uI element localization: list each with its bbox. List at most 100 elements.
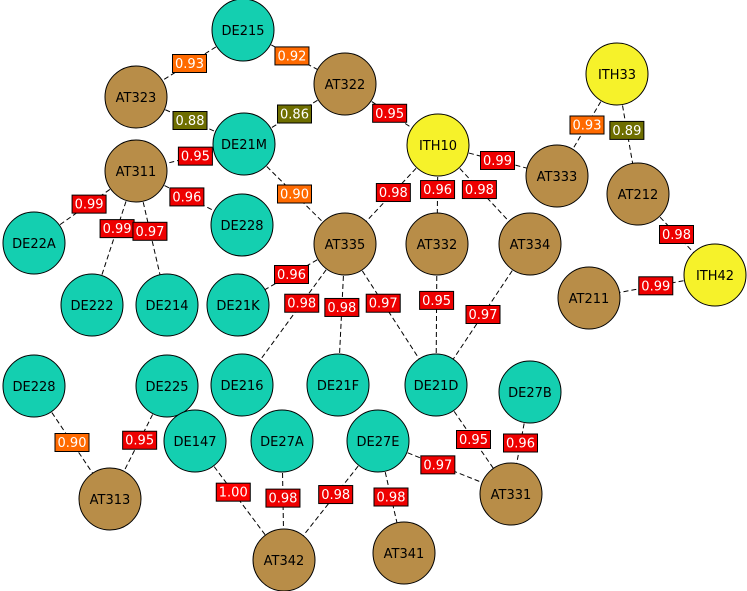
node-circle[interactable] xyxy=(404,353,468,417)
edge-weight-box xyxy=(122,430,158,450)
node-de215[interactable]: DE215 xyxy=(211,0,275,62)
node-at211[interactable]: AT211 xyxy=(557,266,621,330)
node-circle[interactable] xyxy=(212,112,276,176)
node-circle[interactable] xyxy=(210,353,274,417)
node-label: AT212 xyxy=(618,188,659,203)
node-circle[interactable] xyxy=(525,144,589,208)
node-de21m[interactable]: DE21M xyxy=(212,112,276,176)
node-at323[interactable]: AT323 xyxy=(104,65,168,129)
node-ith10[interactable]: ITH10 xyxy=(406,113,470,177)
node-de27b[interactable]: DE27B xyxy=(498,360,562,424)
node-ith33[interactable]: ITH33 xyxy=(585,42,649,106)
node-at212[interactable]: AT212 xyxy=(606,162,670,226)
node-de22a[interactable]: DE22A xyxy=(2,211,66,275)
edge-weight-box xyxy=(569,115,605,135)
node-ith42[interactable]: ITH42 xyxy=(683,243,747,307)
node-circle[interactable] xyxy=(78,467,142,531)
node-at334[interactable]: AT334 xyxy=(498,212,562,276)
node-de21k[interactable]: DE21K xyxy=(206,273,270,337)
edge-weight-box xyxy=(373,487,409,507)
node-de228b[interactable]: DE228 xyxy=(2,354,66,418)
node-de27e[interactable]: DE27E xyxy=(346,409,410,473)
node-circle[interactable] xyxy=(498,360,562,424)
node-label: AT323 xyxy=(116,91,157,106)
node-label: DE27A xyxy=(260,435,304,450)
node-circle[interactable] xyxy=(405,212,469,276)
node-circle[interactable] xyxy=(60,273,124,337)
node-de147[interactable]: DE147 xyxy=(163,409,227,473)
node-at333[interactable]: AT333 xyxy=(525,144,589,208)
node-de222[interactable]: DE222 xyxy=(60,273,124,337)
node-at335[interactable]: AT335 xyxy=(313,212,377,276)
edge-weight-label: 0.98 xyxy=(265,488,301,508)
node-label: DE21D xyxy=(414,379,459,394)
node-circle[interactable] xyxy=(135,354,199,418)
node-de225[interactable]: DE225 xyxy=(135,354,199,418)
node-at311[interactable]: AT311 xyxy=(104,139,168,203)
node-label: DE225 xyxy=(145,380,188,395)
node-label: AT313 xyxy=(90,493,131,508)
node-circle[interactable] xyxy=(557,266,621,330)
node-circle[interactable] xyxy=(372,521,436,585)
node-circle[interactable] xyxy=(479,462,543,526)
edge-weight-box xyxy=(132,221,168,241)
edge-weight-text: 0.95 xyxy=(459,433,488,448)
edge-weight-text: 0.96 xyxy=(423,183,452,198)
edge-weight-box xyxy=(372,103,408,123)
node-circle[interactable] xyxy=(2,211,66,275)
node-circle[interactable] xyxy=(346,409,410,473)
node-circle[interactable] xyxy=(252,528,316,591)
edge-weight-text: 0.96 xyxy=(172,190,201,205)
node-label: AT332 xyxy=(417,238,458,253)
node-at322[interactable]: AT322 xyxy=(313,52,377,116)
node-circle[interactable] xyxy=(585,42,649,106)
node-label: DE21F xyxy=(317,379,359,394)
node-circle[interactable] xyxy=(406,113,470,177)
edge-weight-box xyxy=(638,276,674,296)
node-de21f[interactable]: DE21F xyxy=(306,353,370,417)
node-de216[interactable]: DE216 xyxy=(210,353,274,417)
node-label: DE216 xyxy=(220,379,263,394)
node-circle[interactable] xyxy=(206,273,270,337)
node-circle[interactable] xyxy=(163,409,227,473)
edge-weight-label: 0.96 xyxy=(503,433,538,453)
node-circle[interactable] xyxy=(683,243,747,307)
node-circle[interactable] xyxy=(104,65,168,129)
node-circle[interactable] xyxy=(498,212,562,276)
edge-weight-box xyxy=(274,46,310,66)
node-de21d[interactable]: DE21D xyxy=(404,353,468,417)
edge-weight-label: 0.97 xyxy=(465,305,501,324)
node-at342[interactable]: AT342 xyxy=(252,528,316,591)
edge-weight-box xyxy=(419,290,455,310)
node-label: DE21K xyxy=(216,299,260,314)
node-de214[interactable]: DE214 xyxy=(135,273,199,337)
edge-weight-text: 0.98 xyxy=(327,301,356,316)
node-circle[interactable] xyxy=(313,212,377,276)
edge-weight-box xyxy=(177,146,213,166)
edge-weight-box xyxy=(420,455,456,475)
node-circle[interactable] xyxy=(606,162,670,226)
node-at313[interactable]: AT313 xyxy=(78,467,142,531)
edge-weight-label: 0.93 xyxy=(569,115,605,135)
node-de228[interactable]: DE228 xyxy=(210,193,274,257)
edge-weight-text: 1.00 xyxy=(219,486,248,501)
edge-weight-text: 0.95 xyxy=(125,434,154,449)
edge-weight-label: 0.98 xyxy=(375,183,411,203)
edge-weight-label: 0.98 xyxy=(324,297,360,317)
node-at332[interactable]: AT332 xyxy=(405,212,469,276)
node-at341[interactable]: AT341 xyxy=(372,521,436,585)
node-circle[interactable] xyxy=(210,193,274,257)
node-circle[interactable] xyxy=(313,52,377,116)
node-de27a[interactable]: DE27A xyxy=(250,409,314,473)
node-circle[interactable] xyxy=(250,409,314,473)
node-label: AT335 xyxy=(325,238,366,253)
node-circle[interactable] xyxy=(211,0,275,62)
node-circle[interactable] xyxy=(306,353,370,417)
node-circle[interactable] xyxy=(135,273,199,337)
node-at331[interactable]: AT331 xyxy=(479,462,543,526)
node-circle[interactable] xyxy=(2,354,66,418)
edge-weight-box xyxy=(277,184,312,204)
edge-weight-text: 0.93 xyxy=(175,57,204,72)
node-circle[interactable] xyxy=(104,139,168,203)
